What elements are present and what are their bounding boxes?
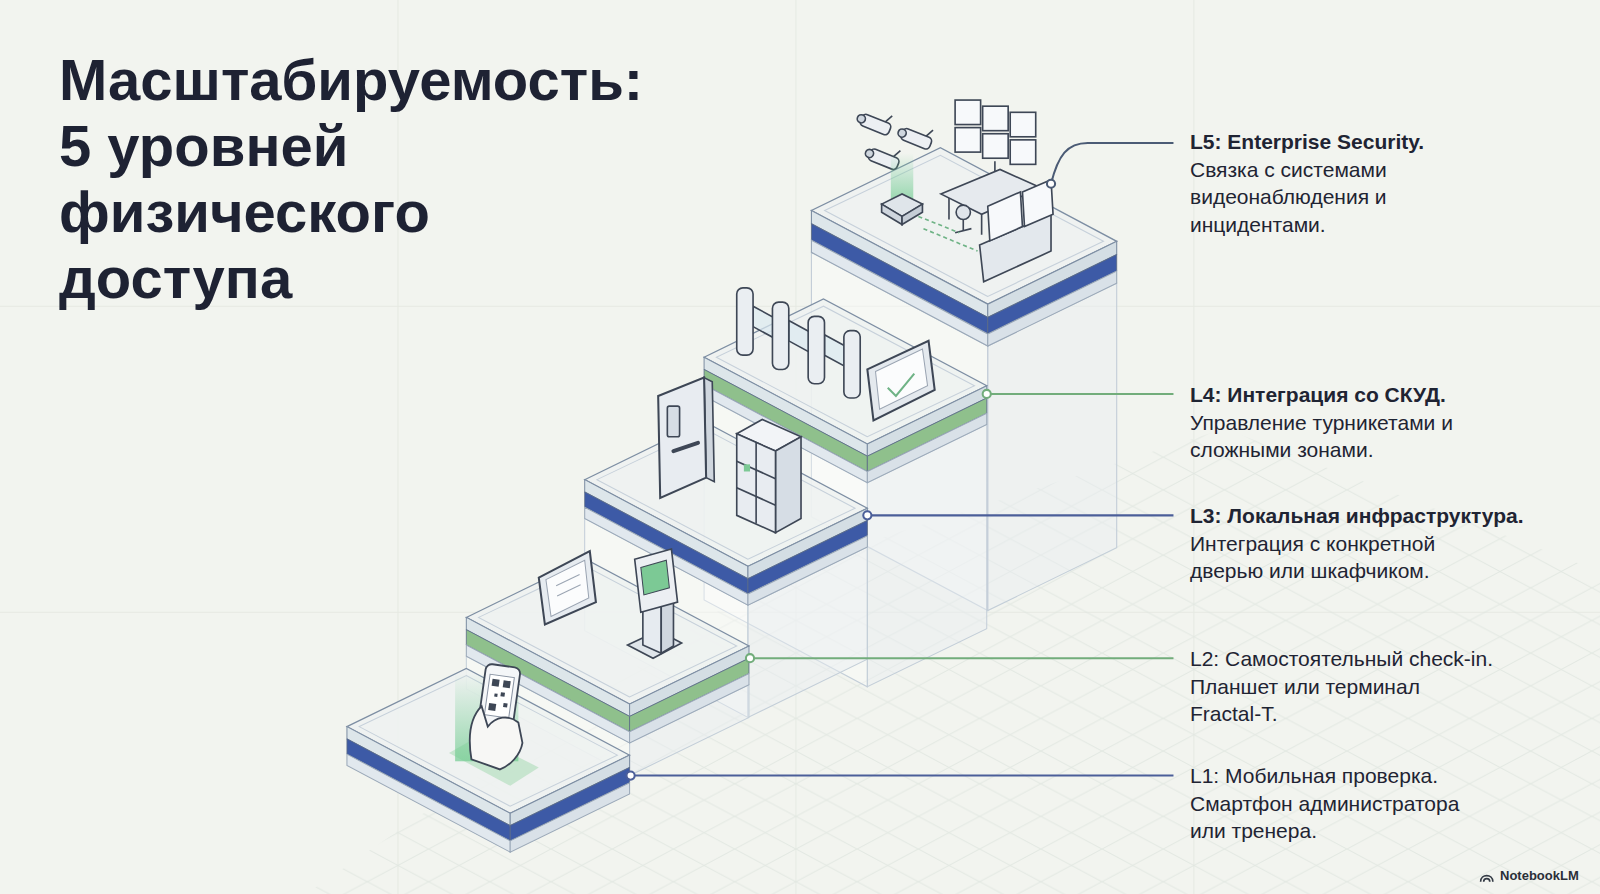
tablet-and-kiosk-icon [539,549,682,658]
level-description: Смартфон администратора или тренера. [1190,790,1480,845]
watermark: NotebookLM [1500,868,1592,884]
slide-title: Масштабируемость: 5 уровней физического … [59,47,659,311]
level-1-platform [347,668,630,852]
security-center-icon [855,100,1053,282]
level-description: Связка с системами видеонаблюдения и инц… [1190,156,1480,239]
leader-dots [627,180,1056,780]
watermark-icon [1481,876,1493,882]
phone-in-hand-icon [449,663,539,785]
level-heading: L1: Мобильная проверка. [1190,762,1590,790]
level-heading: L3: Локальная инфраструктура. [1190,502,1590,530]
door-and-locker-icon [658,378,801,533]
leader-lines [631,143,1174,776]
level-heading: L5: Enterprise Security. [1190,128,1590,156]
turnstiles-icon [737,288,935,421]
level-description: Управление турникетами и сложными зонами… [1190,409,1480,464]
level-description: Планшет или терминал Fractal-T. [1190,673,1480,728]
level-description: Интеграция с конкретной дверью или шкафч… [1190,530,1480,585]
level-heading: L4: Интеграция со СКУД. [1190,381,1590,409]
level-heading: L2: Самостоятельный check-in. [1190,645,1590,673]
